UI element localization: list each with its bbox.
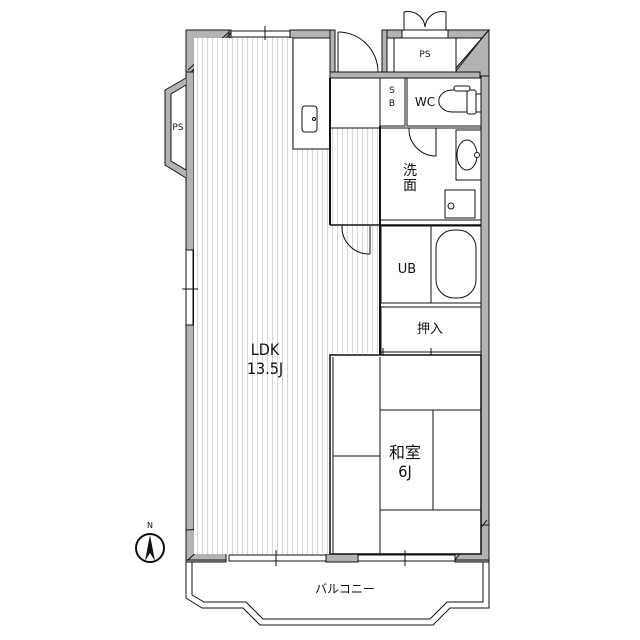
senmen-room — [379, 127, 482, 221]
ps-left-label: PS — [172, 123, 184, 133]
balcony — [185, 562, 490, 626]
ps-top — [393, 11, 457, 73]
washitsu-room — [329, 354, 482, 555]
wc-label: WC — [414, 95, 436, 109]
compass-north-label: N — [147, 521, 153, 530]
kitchen-counter — [292, 37, 331, 150]
sb-closet — [379, 77, 406, 127]
ub-room — [380, 225, 482, 304]
ldk-label: LDK 13.5J — [246, 340, 284, 379]
top-window — [230, 26, 291, 40]
compass-icon — [135, 533, 165, 563]
senmen-label: 洗面 — [403, 163, 417, 195]
washitsu-label: 和室 6J — [388, 443, 421, 482]
sb-label: S B — [388, 86, 396, 109]
entrance — [329, 29, 481, 129]
ps-top-label: PS — [419, 50, 431, 60]
bottom-windows — [228, 550, 456, 566]
left-window — [182, 249, 198, 326]
ps-left-bay — [164, 77, 187, 179]
balcony-label: バルコニー — [315, 582, 375, 596]
ub-label: UB — [397, 262, 417, 277]
oshiire-label: 押入 — [416, 322, 443, 337]
oshiire — [380, 306, 482, 358]
wc-room — [406, 77, 482, 127]
